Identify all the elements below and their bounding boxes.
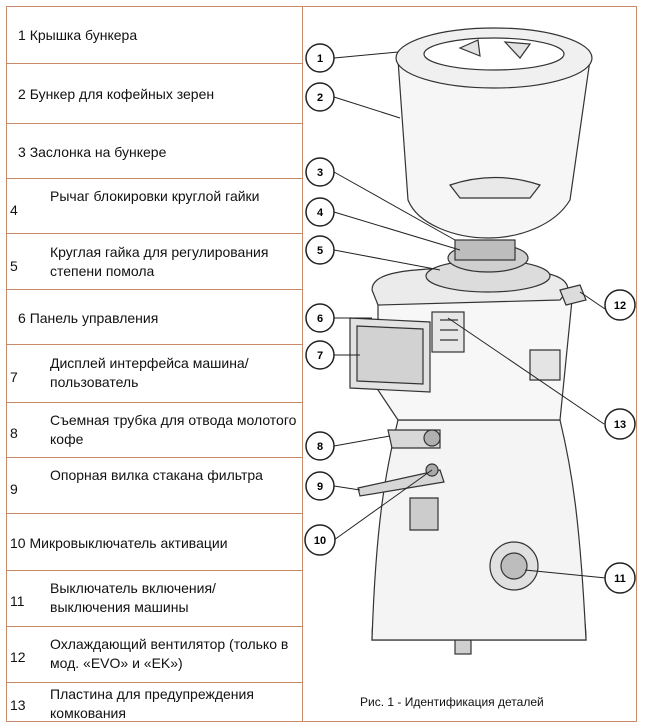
legend-num: 13 — [10, 697, 26, 713]
svg-text:1: 1 — [317, 53, 323, 65]
callout-5: 5 — [305, 235, 335, 265]
callout-3: 3 — [305, 157, 335, 187]
legend-label: Выключатель включения/ выключения машины — [50, 580, 216, 615]
column-divider — [302, 6, 303, 722]
legend-num: 1 — [18, 27, 26, 43]
legend-num: 3 — [18, 144, 26, 160]
svg-text:5: 5 — [317, 245, 323, 257]
svg-text:7: 7 — [317, 350, 323, 362]
callout-8: 8 — [305, 431, 335, 461]
legend-label: Рычаг блокировки круглой гайки — [50, 188, 260, 204]
side-vent — [529, 349, 561, 381]
legend-row-5: 5 Круглая гайка для регулирования степен… — [6, 234, 302, 290]
legend-label: Дисплей интерфейса машина/ пользователь — [50, 355, 249, 390]
svg-text:6: 6 — [317, 313, 323, 325]
callouts: 1 2 3 4 5 6 7 8 9 10 11 12 13 — [304, 43, 636, 594]
legend-row-9: 9 Опорная вилка стакана фильтра — [6, 458, 302, 514]
svg-text:13: 13 — [614, 419, 626, 431]
svg-text:10: 10 — [314, 535, 326, 547]
legend-num: 7 — [10, 369, 18, 385]
svg-text:12: 12 — [614, 300, 626, 312]
leader-lines — [333, 51, 607, 579]
legend-num: 6 — [18, 310, 26, 326]
lock-lever — [454, 239, 516, 261]
legend-label: Бункер для кофейных зерен — [29, 86, 215, 102]
legend-label: Крышка бункера — [29, 27, 138, 43]
legend-label: Микровыключатель активации — [29, 535, 228, 551]
callout-6: 6 — [305, 303, 335, 333]
callout-10: 10 — [304, 524, 336, 556]
hopper-shutter — [449, 176, 541, 199]
grinder-figure: 1 2 3 4 5 6 7 8 9 10 11 12 13 — [304, 27, 636, 655]
activation-switch-area — [409, 497, 439, 531]
legend-row-10: 10 Микровыключатель активации — [6, 514, 302, 571]
legend-row-11: 11 Выключатель включения/ выключения маш… — [6, 571, 302, 627]
hopper — [397, 59, 591, 239]
svg-text:8: 8 — [317, 441, 323, 453]
control-panel — [431, 311, 465, 353]
legend-label: Пластина для предупреждения комкования — [50, 686, 254, 721]
legend-num: 9 — [10, 481, 18, 497]
power-knob — [500, 552, 528, 580]
callout-9: 9 — [305, 471, 335, 501]
legend-row-8: 8 Съемная трубка для отвода молотого коф… — [6, 403, 302, 458]
figure-caption: Рис. 1 - Идентификация деталей — [360, 695, 544, 709]
callout-1: 1 — [305, 43, 335, 73]
callout-13: 13 — [604, 408, 636, 440]
legend-row-4: 4 Рычаг блокировки круглой гайки — [6, 179, 302, 234]
grinder-foot — [454, 639, 472, 655]
callout-2: 2 — [305, 82, 335, 112]
svg-text:2: 2 — [317, 92, 323, 104]
legend-num: 2 — [18, 86, 26, 102]
legend-num: 10 — [10, 535, 26, 551]
legend-num: 4 — [10, 202, 18, 218]
callout-12: 12 — [604, 289, 636, 321]
legend-label: Охлаждающий вентилятор (только в мод. «E… — [50, 636, 289, 671]
legend-label: Заслонка на бункере — [29, 144, 167, 160]
legend-num: 5 — [10, 258, 18, 274]
legend-label: Опорная вилка стакана фильтра — [50, 467, 263, 483]
legend-row-2: 2 Бункер для кофейных зерен — [6, 64, 302, 124]
callout-7: 7 — [305, 340, 335, 370]
grinder-drawing — [349, 27, 593, 655]
table-frame — [6, 6, 637, 722]
legend-num: 12 — [10, 649, 26, 665]
legend-label: Круглая гайка для регулирования степени … — [50, 244, 269, 279]
svg-text:4: 4 — [317, 207, 324, 219]
legend-label: Панель управления — [29, 310, 159, 326]
legend-row-12: 12 Охлаждающий вентилятор (только в мод.… — [6, 627, 302, 683]
legend-row-7: 7 Дисплей интерфейса машина/ пользовател… — [6, 345, 302, 403]
legend-row-13: 13 Пластина для предупреждения комковани… — [6, 683, 302, 722]
legend-num: 8 — [10, 425, 18, 441]
legend-num: 11 — [10, 593, 25, 609]
display-screen — [356, 325, 424, 385]
svg-text:11: 11 — [614, 573, 626, 585]
fan-grill — [559, 284, 587, 306]
svg-text:3: 3 — [317, 167, 323, 179]
legend-row-3: 3 Заслонка на бункере — [6, 124, 302, 179]
legend-row-1: 1 Крышка бункера — [6, 6, 302, 64]
grinder-lower-body — [371, 419, 587, 641]
svg-text:9: 9 — [317, 481, 323, 493]
legend-row-6: 6 Панель управления — [6, 290, 302, 345]
callout-11: 11 — [604, 562, 636, 594]
callout-4: 4 — [305, 197, 335, 227]
legend-label: Съемная трубка для отвода молотого кофе — [50, 412, 297, 447]
parts-legend: 1 Крышка бункера 2 Бункер для кофейных з… — [6, 6, 302, 722]
